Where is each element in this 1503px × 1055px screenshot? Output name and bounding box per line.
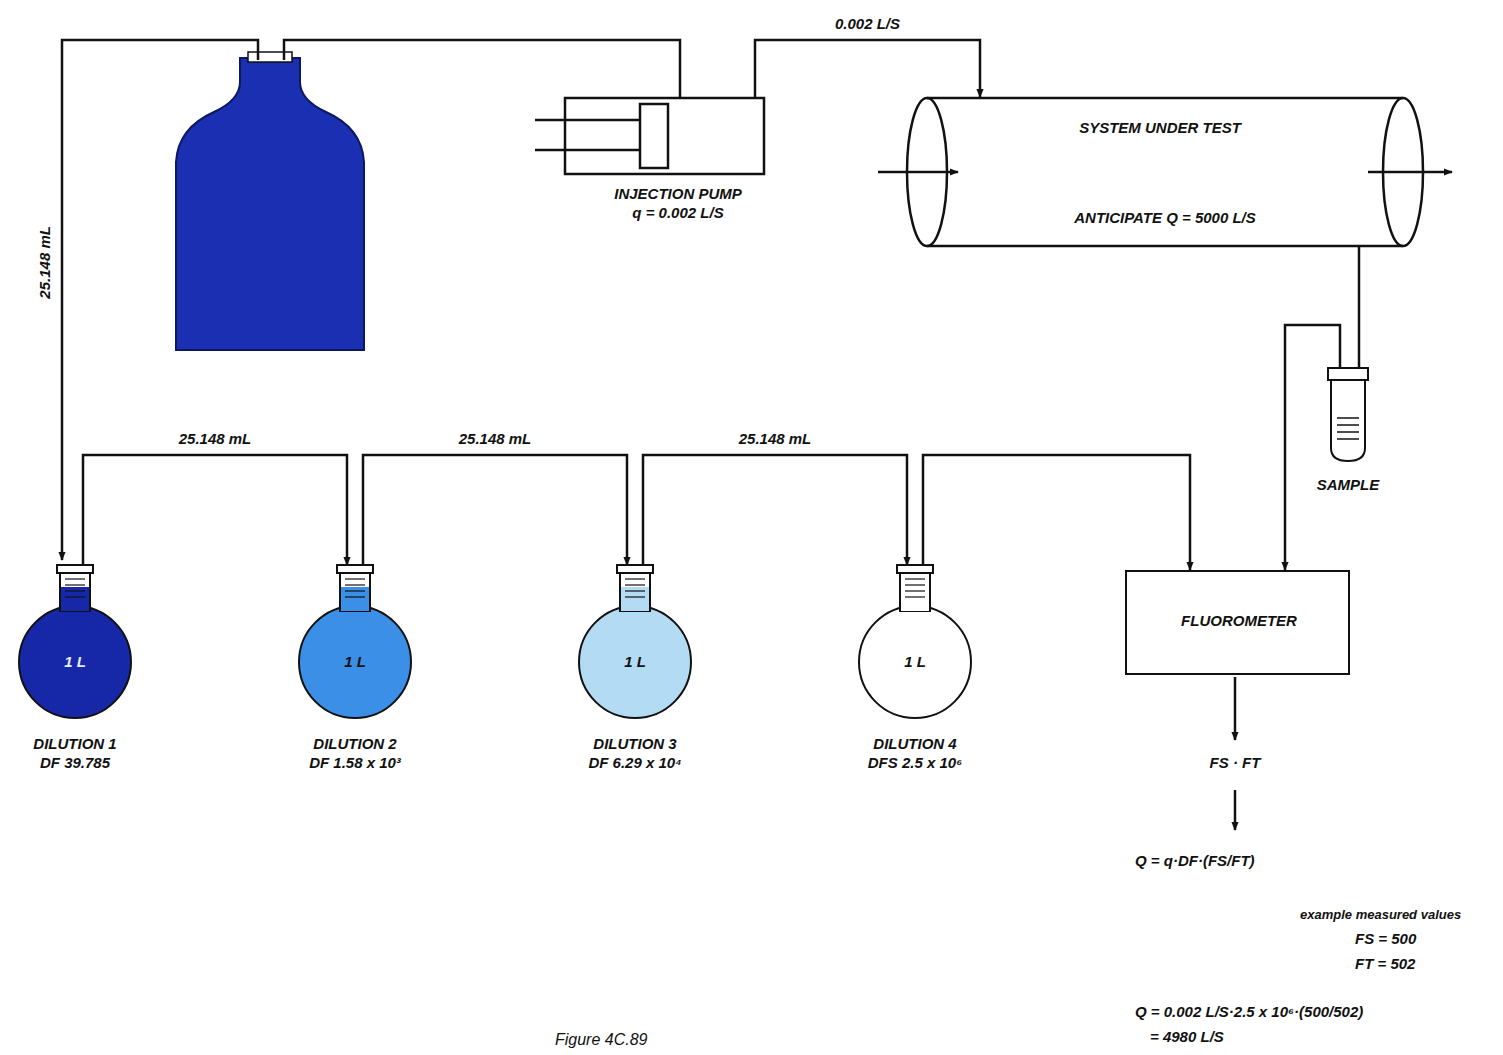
output-arrow [1234, 790, 1237, 830]
volumetric-flask: 1 LDILUTION 4 DFS 2.5 x 10⁶ [857, 565, 973, 720]
graduation [65, 590, 85, 591]
graduation [905, 590, 925, 591]
injection-pump: INJECTION PUMP q = 0.002 L/S [535, 97, 765, 175]
graduation [625, 578, 645, 579]
graduation [1337, 431, 1359, 433]
tube-cap [1328, 368, 1368, 380]
piston-rod [535, 149, 640, 152]
graduation [65, 578, 85, 579]
dilution-label: DILUTION 4 DFS 2.5 x 10⁶ [866, 735, 965, 773]
flask-liquid [341, 587, 369, 611]
graduation [905, 584, 925, 585]
flask-volume: 1 L [344, 653, 366, 672]
flask-body [299, 606, 411, 718]
flask-body [859, 606, 971, 718]
supply-line [284, 40, 680, 97]
pump-cylinder [565, 98, 764, 174]
graduation [1337, 417, 1359, 419]
figure-caption: Figure 4C.89 [555, 1030, 648, 1050]
instrument-name: FLUOROMETER [1181, 612, 1297, 631]
graduation [625, 596, 645, 597]
flask-liquid [901, 587, 929, 611]
volumetric-flask-outline [17, 565, 133, 720]
pipe-wall [927, 98, 1403, 246]
volumetric-flask: 1 LDILUTION 2 DF 1.58 x 10³ [297, 565, 413, 720]
system-pipe: SYSTEM UNDER TEST ANTICIPATE Q = 5000 L/S [905, 97, 1425, 247]
flask-collar [617, 565, 653, 573]
flask-collar [57, 565, 93, 573]
pipe-title: SYSTEM UNDER TEST [1079, 119, 1241, 138]
dye-bottle [176, 58, 364, 350]
formula: Q = 0.002 L/S·2.5 x 10⁶·(500/502) [1135, 1003, 1363, 1022]
flow-connector [83, 455, 347, 565]
signal-ratio: FS · FT [1210, 754, 1261, 773]
note: example measured values [1300, 907, 1461, 923]
graduation [1337, 424, 1359, 426]
pipe-note: ANTICIPATE Q = 5000 L/S [1074, 209, 1256, 228]
graduation [625, 584, 645, 585]
graduation [345, 584, 365, 585]
piston [640, 104, 668, 168]
volumetric-flask-outline [577, 565, 693, 720]
measured-value: FS = 500 [1355, 930, 1416, 949]
graduation [1337, 438, 1359, 440]
graduation [625, 590, 645, 591]
sample-tube: SAMPLE [1325, 368, 1371, 462]
tube-body [1331, 378, 1365, 461]
dilution-label: DILUTION 3 DF 6.29 x 10⁴ [586, 735, 684, 773]
flow-connector [643, 455, 907, 565]
flask-volume: 1 L [624, 653, 646, 672]
flow-connector [363, 455, 627, 565]
graduation [65, 584, 85, 585]
volume-label: 25.148 mL [36, 226, 55, 299]
sample-tube-outline [1325, 368, 1371, 462]
flask-collar [897, 565, 933, 573]
sample-label: SAMPLE [1317, 476, 1380, 495]
flask-body [19, 606, 131, 718]
flask-body [579, 606, 691, 718]
transfer-line [62, 40, 258, 560]
graduation [905, 578, 925, 579]
flow-connector [755, 40, 980, 97]
formula: Q = q·DF·(FS/FT) [1135, 852, 1255, 871]
graduation [905, 596, 925, 597]
volumetric-flask: 1 LDILUTION 1 DF 39.785 [17, 565, 133, 720]
graduation [345, 590, 365, 591]
flow-label: 25.148 mL [736, 430, 815, 449]
pipe-end [1383, 98, 1423, 246]
fluorometer-box: FLUOROMETER [1125, 570, 1350, 675]
flow-label: 0.002 L/S [832, 15, 903, 34]
injection-pump-outline [535, 97, 765, 175]
measured-value: FT = 502 [1355, 955, 1415, 974]
result: = 4980 L/S [1150, 1028, 1224, 1047]
flow-label: 25.148 mL [176, 430, 255, 449]
flask-collar [337, 565, 373, 573]
graduation [345, 578, 365, 579]
flow-connector [1358, 247, 1361, 368]
flask-liquid [61, 587, 89, 611]
outflow-arrow [1368, 171, 1452, 174]
output-arrow [1234, 677, 1237, 740]
pipe-end [907, 98, 947, 246]
dilution-label: DILUTION 2 DF 1.58 x 10³ [307, 735, 403, 773]
flask-volume: 1 L [904, 653, 926, 672]
bottle-stopper [248, 52, 292, 62]
volumetric-flask-outline [857, 565, 973, 720]
flow-connector [923, 455, 1190, 570]
dilution-label: DILUTION 1 DF 39.785 [31, 735, 119, 773]
volumetric-flask-outline [297, 565, 413, 720]
graduation [65, 596, 85, 597]
flask-liquid [621, 587, 649, 611]
flask-volume: 1 L [64, 653, 86, 672]
piston-rod [535, 119, 640, 122]
graduation [345, 596, 365, 597]
flow-label: 25.148 mL [456, 430, 535, 449]
pump-label: INJECTION PUMP q = 0.002 L/S [612, 185, 744, 223]
volumetric-flask: 1 LDILUTION 3 DF 6.29 x 10⁴ [577, 565, 693, 720]
